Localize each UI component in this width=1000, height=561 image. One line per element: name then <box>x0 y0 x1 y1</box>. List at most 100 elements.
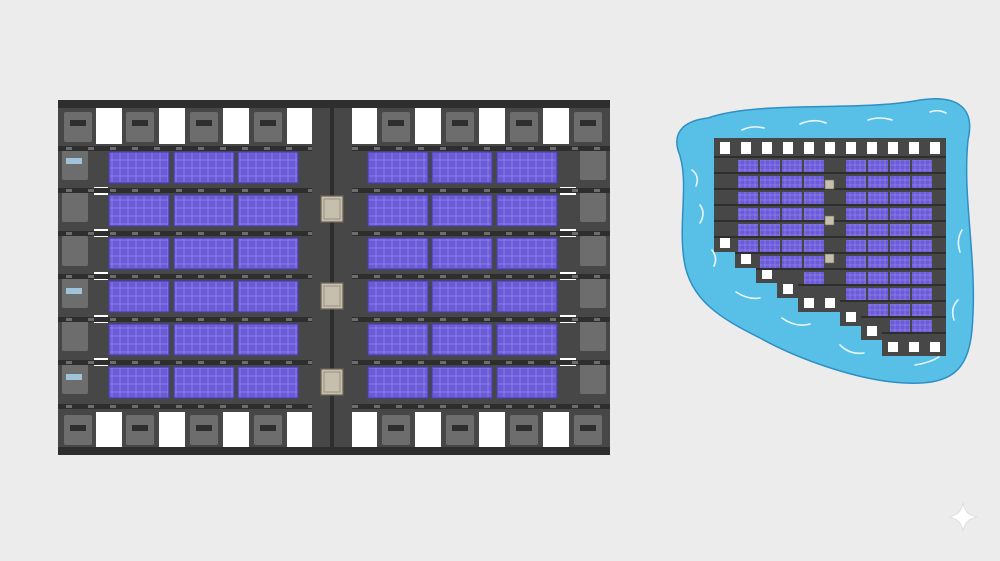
solar-panel-cells <box>890 160 910 172</box>
solar-panel-cells <box>804 160 824 172</box>
solar-panel-cells <box>804 240 824 252</box>
frame-hole <box>287 108 313 144</box>
solar-panel-cells <box>369 239 427 268</box>
frame-hole <box>415 412 441 447</box>
rail-bolt <box>550 147 556 150</box>
frame-hole <box>159 412 185 447</box>
array-frame-column <box>714 138 736 252</box>
rail-bolt <box>264 147 270 150</box>
array-rail <box>903 300 925 302</box>
rail-bolt <box>550 361 556 364</box>
array-rail <box>924 236 946 238</box>
rail-bolt <box>572 405 578 408</box>
rail-bolt <box>66 275 72 278</box>
solar-panel-cells <box>890 240 910 252</box>
frame-hole <box>804 142 814 154</box>
frame-hole <box>909 142 919 154</box>
solar-panel-cells <box>738 224 758 236</box>
rail-bolt <box>550 189 556 192</box>
rail-bolt <box>308 147 314 150</box>
solar-panel-cells <box>890 256 910 268</box>
rail-bolt <box>506 318 512 321</box>
solar-panel-cells <box>804 224 824 236</box>
rail-bolt <box>242 189 248 192</box>
rail-bolt <box>198 361 204 364</box>
float-block <box>62 321 88 351</box>
float-block <box>580 364 606 394</box>
rail-bolt <box>220 189 226 192</box>
float-block-slot <box>132 120 148 126</box>
solar-panel-cells <box>239 196 297 225</box>
array-rail <box>861 268 883 270</box>
rail-bolt <box>506 232 512 235</box>
frame-hole <box>96 412 122 447</box>
frame-hole <box>804 298 814 308</box>
frame-hole <box>287 412 313 447</box>
solar-panel-cells <box>782 256 802 268</box>
array-rail <box>777 188 799 190</box>
indicator <box>66 158 82 164</box>
array-rail <box>903 332 925 334</box>
frame-hole <box>783 284 793 294</box>
rail-bolt <box>154 405 160 408</box>
solar-panel-cells <box>239 282 297 311</box>
rail-bolt <box>264 232 270 235</box>
float-block <box>190 112 218 142</box>
rail-bolt <box>110 275 116 278</box>
rail-bolt <box>440 189 446 192</box>
solar-panel-cells <box>846 224 866 236</box>
rail-bolt <box>352 275 358 278</box>
array-rail <box>903 268 925 270</box>
rail-bolt <box>418 275 424 278</box>
rail-bolt <box>396 361 402 364</box>
rail-bolt <box>374 405 380 408</box>
junction-box-lid <box>323 285 341 307</box>
frame-hole <box>846 312 856 322</box>
frame-hole <box>415 108 441 144</box>
solar-panel-cells <box>890 320 910 332</box>
rail-bolt <box>418 361 424 364</box>
rail-bolt <box>110 361 116 364</box>
float-block-slot <box>196 425 212 431</box>
rail-bolt <box>506 405 512 408</box>
array-rail <box>798 220 820 222</box>
float-block-slot <box>132 425 148 431</box>
array-rail <box>735 204 757 206</box>
solar-panel-cells <box>433 196 491 225</box>
frame-hole <box>930 142 940 154</box>
array-rail <box>798 172 820 174</box>
frame-hole <box>783 142 793 154</box>
solar-panel-cells <box>846 160 866 172</box>
frame-hole <box>223 412 249 447</box>
float-block-slot <box>388 425 404 431</box>
solar-panel-cells <box>498 325 556 354</box>
float-block-slot <box>196 120 212 126</box>
rail-bolt <box>242 275 248 278</box>
rail-bolt <box>286 275 292 278</box>
rail-bolt <box>440 405 446 408</box>
array-rail <box>777 156 799 158</box>
main-array-bottom-rail <box>58 447 610 455</box>
solar-panel-cells <box>738 192 758 204</box>
junction-box-lid <box>323 371 341 393</box>
frame-hole <box>762 142 772 154</box>
solar-panel-cells <box>868 288 888 300</box>
rail-bolt <box>66 405 72 408</box>
rail-bolt <box>594 189 600 192</box>
array-rail <box>798 204 820 206</box>
array-rail <box>819 268 841 270</box>
array-rail <box>714 220 736 222</box>
solar-panel-cells <box>868 256 888 268</box>
solar-panel-cells <box>782 160 802 172</box>
solar-panel-cells <box>433 153 491 182</box>
float-block-slot <box>388 120 404 126</box>
array-rail <box>777 252 799 254</box>
array-rail <box>840 204 862 206</box>
rail-bolt <box>462 405 468 408</box>
solar-panel-cells <box>890 304 910 316</box>
frame-hole <box>909 342 919 352</box>
rail-bolt <box>132 361 138 364</box>
frame-hole <box>867 326 877 336</box>
solar-panel-cells <box>846 256 866 268</box>
array-rail <box>798 156 820 158</box>
